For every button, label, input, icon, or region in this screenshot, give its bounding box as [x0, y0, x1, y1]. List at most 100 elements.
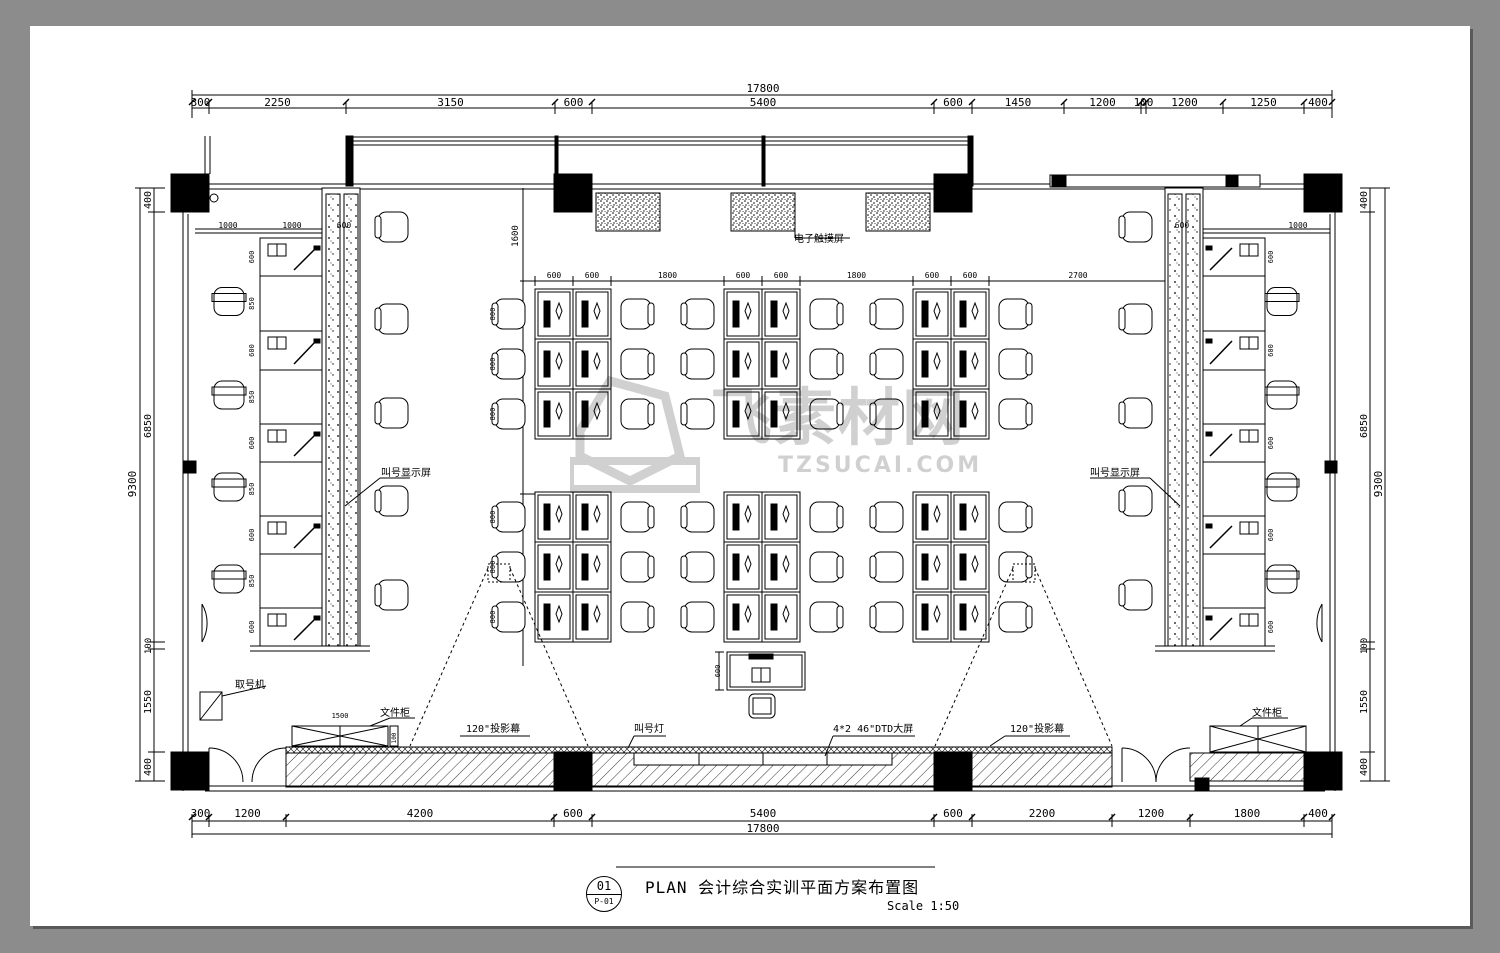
- dim-bottom-total: 17800: [746, 822, 779, 835]
- dim-top-seg: 100: [1134, 96, 1154, 109]
- dim-top-seg: 1200: [1171, 96, 1198, 109]
- dim-bottom-seg: 4200: [407, 807, 434, 820]
- dim-right-400a: 400: [1359, 191, 1370, 209]
- dim-inner-row: 1800: [658, 271, 677, 280]
- dim-counter-h: 600: [248, 437, 256, 450]
- waiting-chair: [1118, 485, 1153, 517]
- floor-plan-drawing: 17800 300 2250 3150 600 5400 600 1450 1200 100 12…: [126, 82, 1390, 868]
- queue-display-left-label: 叫号显示屏: [381, 467, 431, 479]
- cabinet-right-label: 文件柜: [1252, 706, 1282, 719]
- watermark-brand: TZSUCAI.COM: [778, 453, 983, 478]
- dim-desk-h: 800: [489, 308, 497, 321]
- dim-right-6850: 6850: [1359, 414, 1370, 438]
- dim-top-seg: 2250: [264, 96, 291, 109]
- touch-screen-label: 电子触摸屏: [794, 232, 844, 245]
- dim-inner-row: 1800: [847, 271, 866, 280]
- dim-counter-h: 850: [248, 483, 256, 496]
- waiting-chair: [374, 211, 409, 243]
- dim-top-seg: 1250: [1250, 96, 1277, 109]
- desk-group: [869, 491, 1033, 643]
- dim-inner-row: 600: [774, 271, 789, 280]
- dim-counter-h: 850: [248, 297, 256, 310]
- dim-desk-h: 800: [489, 408, 497, 421]
- projector-left-label: 120"投影幕: [466, 722, 520, 735]
- dim-top-seg: 1450: [1005, 96, 1032, 109]
- waiting-chair: [374, 485, 409, 517]
- dim-bottom-seg: 300: [191, 807, 211, 820]
- dim-top-seg: 5400: [750, 96, 777, 109]
- dim-1500: 1500: [332, 712, 349, 720]
- touch-screens: 电子触摸屏: [595, 192, 931, 245]
- desk-group: [680, 491, 844, 643]
- sheet-number: P-01: [594, 897, 614, 906]
- dim-lectern-600: 600: [714, 665, 722, 678]
- ticket-machine-label: 取号机: [235, 678, 265, 691]
- cabinet-left-label: 文件柜: [380, 706, 410, 719]
- dim-bottom-seg: 600: [563, 807, 583, 820]
- dim-left-400b: 400: [143, 758, 154, 776]
- waiting-chair: [1118, 303, 1153, 335]
- dim-bottom-seg: 400: [1308, 807, 1328, 820]
- front-wall: 取号机 文件柜 1500 文件柜 100 120"投影幕 120"投影幕 叫号灯: [199, 563, 1323, 791]
- dim-right-bank-b: 1000: [1288, 221, 1307, 230]
- dim-right-100: 100: [1360, 638, 1370, 654]
- waiting-chair: [1118, 579, 1153, 611]
- dim-counter-h: 600: [248, 529, 256, 542]
- watermark-logo-icon: [570, 375, 700, 493]
- dim-top-seg: 600: [564, 96, 584, 109]
- dim-top-total: 17800: [746, 82, 779, 95]
- dim-counter-h: 600: [1267, 437, 1275, 450]
- dim-bottom-seg: 1200: [1138, 807, 1165, 820]
- dim-left-bank-a: 1000: [218, 221, 237, 230]
- dim-bottom-seg: 1200: [234, 807, 261, 820]
- left-dimensions: 9300 400 6850 100 1550 400: [126, 187, 165, 782]
- watermark: 飞素材网 TZSUCAI.COM: [570, 361, 990, 501]
- dim-left-400a: 400: [143, 191, 154, 209]
- drawing-number: 01: [587, 877, 621, 895]
- waiting-chair: [374, 397, 409, 429]
- dim-right-1550: 1550: [1359, 690, 1370, 714]
- dim-counter-h: 600: [248, 344, 256, 357]
- waiting-chair: [374, 303, 409, 335]
- dim-counter-h: 600: [1267, 529, 1275, 542]
- dim-counter-h: 600: [1267, 621, 1275, 634]
- drawing-number-bubble: 01 P-01: [586, 876, 622, 912]
- drawing-title: PLAN 会计综合实训平面方案布置图: [645, 878, 920, 897]
- watermark-cn: 飞素材网: [710, 381, 967, 454]
- dim-desk-h: 800: [489, 511, 497, 524]
- dim-counter-h: 850: [248, 391, 256, 404]
- dim-left-bank-c: 600: [337, 221, 352, 230]
- drawing-scale: Scale 1:50: [887, 899, 960, 913]
- dim-left-6850: 6850: [143, 414, 154, 438]
- drawing-sheet: 17800 300 2250 3150 600 5400 600 1450 1200 100 12…: [30, 26, 1470, 926]
- dim-counter-h: 600: [248, 621, 256, 634]
- desk-group: [680, 288, 844, 440]
- dim-100-small: 100: [391, 732, 398, 743]
- dim-bottom-seg: 600: [943, 807, 963, 820]
- dim-inner-row: 600: [736, 271, 751, 280]
- dim-counter-h: 600: [1267, 251, 1275, 264]
- dim-left-100: 100: [144, 638, 154, 654]
- dim-top-seg: 3150: [437, 96, 464, 109]
- dim-inner-row: 2700: [1068, 271, 1087, 280]
- dim-top-seg: 600: [943, 96, 963, 109]
- big-screen-label: 4*2 46"DTD大屏: [833, 722, 913, 735]
- dim-bottom-seg: 5400: [750, 807, 777, 820]
- dim-desk-h: 800: [489, 611, 497, 624]
- dim-inner-row: 600: [585, 271, 600, 280]
- dim-left-bank-b: 1000: [282, 221, 301, 230]
- call-light-label: 叫号灯: [634, 723, 664, 735]
- dim-right-bank-a: 600: [1175, 221, 1190, 230]
- dim-1600: 1600: [511, 225, 521, 247]
- dim-inner-row: 600: [547, 271, 562, 280]
- dim-counter-h: 850: [248, 575, 256, 588]
- dim-right-400b: 400: [1359, 758, 1370, 776]
- waiting-chair: [1118, 211, 1153, 243]
- dim-top-seg: 400: [1308, 96, 1328, 109]
- desk-group: [869, 288, 1033, 440]
- waiting-chair: [1118, 397, 1153, 429]
